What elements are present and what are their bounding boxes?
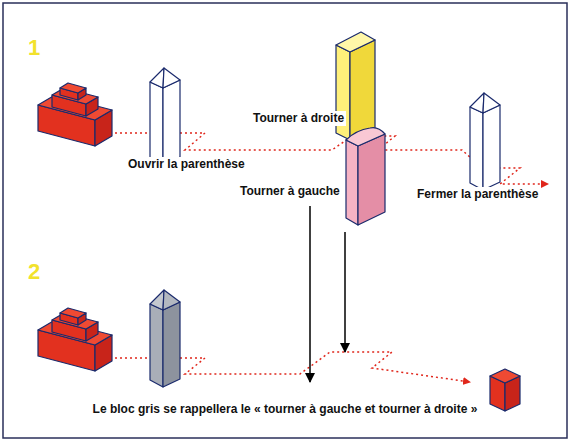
red-house — [38, 83, 112, 146]
grey-tower — [150, 290, 180, 387]
step-label: Fermer la parenthèse — [415, 187, 540, 202]
red-block — [490, 369, 520, 411]
down-arrow — [309, 206, 311, 382]
step-number: 2 — [26, 260, 42, 284]
white-tower — [150, 68, 180, 165]
red-house — [38, 308, 112, 371]
step-label: Tourner à gauche — [238, 184, 342, 199]
step-number: 1 — [26, 36, 42, 60]
step-label: Ouvrir la parenthèse — [126, 157, 247, 172]
note-text: Le bloc gris se rappellera le « tourner … — [91, 402, 480, 417]
pink-block — [346, 128, 385, 225]
down-arrow — [344, 232, 346, 352]
frame — [3, 3, 567, 438]
white-tower — [470, 93, 500, 190]
step-label: Tourner à droite — [251, 111, 346, 126]
